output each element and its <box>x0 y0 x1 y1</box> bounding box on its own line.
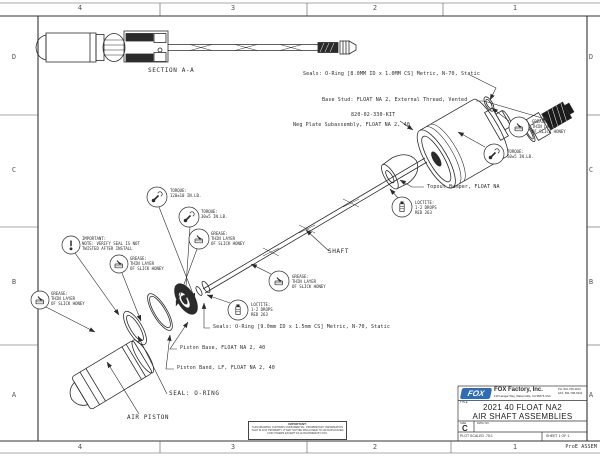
grid-col-label-bottom: 3 <box>230 443 236 451</box>
section-label: SECTION A-A <box>148 67 195 74</box>
callout-air-piston: AIR PISTON <box>127 414 170 421</box>
title-block-rules <box>457 385 588 442</box>
callout-seals-top: Seals: O-Ring [8.0MM ID x 1.0MM CS] Metr… <box>303 71 480 77</box>
grid-row-label-right: D <box>588 53 594 61</box>
dwg-no-label: DWG NO. <box>477 420 490 425</box>
grease-callout-shaft <box>268 270 290 292</box>
exclamation-icon <box>69 240 73 251</box>
callout-loctite-upper: LOCTITE: 1-2 DROPS RED 263 <box>415 200 437 216</box>
grease-callout-stud <box>508 116 530 138</box>
grease-brush-icon <box>35 296 44 305</box>
callout-grease-shaft: GREASE: THIN LAYER OF SLICK HONEY <box>292 274 326 290</box>
callout-kit-number: 820-02-330-KIT <box>351 112 396 118</box>
torque-callout-30 <box>178 206 200 228</box>
topout-bumper-drawing <box>381 154 419 190</box>
callout-piston-band: Piston Band, LF, FLOAT NA 2, 40 <box>177 365 275 371</box>
loctite-callout-lower <box>227 299 249 321</box>
size-value: C <box>462 424 468 433</box>
proprietary-heading: IMPORTANT: <box>288 422 307 426</box>
grid-row-label-left: A <box>11 391 17 399</box>
fox-logo: FOX <box>459 388 493 399</box>
proprietary-note-box: IMPORTANT: THIS DRAWING CONTAINS CONFIDE… <box>248 421 347 440</box>
callout-neg-plate: Neg Plate Subassembly, FLOAT NA 2, 40 <box>293 122 410 128</box>
company-address: 130 Hangar Way, Watsonville, CA 95076 US… <box>494 394 551 398</box>
grease-brush-icon <box>514 123 523 132</box>
section-view-drawing <box>35 30 357 63</box>
piston-band-drawing <box>147 293 173 331</box>
grid-col-label-top: 2 <box>372 4 378 12</box>
callout-torque-50: TORQUE: 50±5 IN.LB. <box>507 149 534 160</box>
neg-plate-drawing <box>416 98 512 189</box>
grid-col-label-bottom: 4 <box>77 443 83 451</box>
callout-torque-120: TORQUE: 120±10 IN.LB. <box>170 188 202 199</box>
grease-callout-piston <box>30 290 50 310</box>
company-fax: FAX: 831-768-9342 <box>558 390 583 395</box>
drawing-title-line2: AIR SHAFT ASSEMBLIES <box>472 412 573 421</box>
leader-lines <box>45 74 550 415</box>
plot-note: ProE ASSEM <box>565 444 597 450</box>
drawing-title-line1: 2021 40 FLOAT NA2 <box>482 403 563 412</box>
size-label: SIZE <box>460 420 467 425</box>
grid-col-label-bottom: 2 <box>372 443 378 451</box>
grease-callout-seal <box>109 254 129 274</box>
grease-brush-icon <box>114 260 123 269</box>
grid-row-label-right: C <box>588 166 594 174</box>
grease-brush-icon <box>274 277 283 286</box>
torque-callout-120 <box>146 186 168 208</box>
base-stud-drawing <box>522 101 575 143</box>
callout-piston-base: Piston Base, FLOAT NA 2, 40 <box>180 345 266 351</box>
company-phone: PH: 831-768-1100 <box>558 386 581 391</box>
shaft-drawing <box>202 157 428 294</box>
grid-row-label-left: B <box>11 278 17 286</box>
grid-col-label-bottom: 1 <box>512 443 518 451</box>
grid-col-label-top: 1 <box>512 4 518 12</box>
company-name: FOX Factory, Inc. <box>494 387 543 393</box>
torque-wrench-icon <box>183 211 195 223</box>
sheet-number: SHEET 1 OF 1 <box>546 434 570 438</box>
callout-shaft: SHAFT <box>328 248 350 255</box>
seal-oring-drawing <box>123 310 147 346</box>
callout-seals-bottom: Seals: O-Ring [9.0mm ID x 1.5mm CS] Metr… <box>213 324 390 330</box>
sheet-frame <box>0 2 600 454</box>
air-piston-drawing <box>69 339 155 410</box>
grid-row-label-left: C <box>11 166 17 174</box>
torque-callout-50 <box>483 143 505 165</box>
loctite-callout-upper <box>391 196 413 218</box>
callout-grease-stud: GREASE: THIN LAYER OF SLICK HONEY <box>532 119 566 135</box>
torque-wrench-icon <box>488 148 500 160</box>
callout-grease-piston: GREASE: THIN LAYER OF SLICK HONEY <box>51 291 85 307</box>
callout-seal-oring: SEAL: O-RING <box>169 390 220 397</box>
callout-important-note: IMPORTANT: NOTE: VERIFY SEAL IS NOT TWIS… <box>82 236 140 252</box>
grid-col-label-top: 4 <box>77 4 83 12</box>
exploded-assembly-drawing <box>69 96 575 410</box>
title-label: TITLE <box>460 400 468 404</box>
callout-grease-stack: GREASE: THIN LAYER OF SLICK HONEY <box>211 231 245 247</box>
callout-circles <box>30 116 530 321</box>
plot-scale: PLOT SCALED .75:1 <box>460 434 493 438</box>
torque-wrench-icon <box>151 191 163 203</box>
callout-base-stud: Base Stud: FLOAT NA 2, External Thread, … <box>322 97 468 103</box>
loctite-bottle-icon <box>399 201 405 212</box>
grid-col-label-top: 3 <box>230 4 236 12</box>
loctite-bottle-icon <box>235 304 241 315</box>
grid-row-label-left: D <box>11 53 17 61</box>
proprietary-body: THIS DRAWING CONTAINS CONFIDENTIAL, PROP… <box>251 426 344 436</box>
callout-grease-seal: GREASE: THIN LAYER OF SLICK HONEY <box>130 256 164 272</box>
important-callout <box>61 235 81 255</box>
grid-row-label-right: B <box>588 278 594 286</box>
shaft-end-hardware-drawing <box>195 280 211 296</box>
callout-topout-bumper: Topout Bumper, FLOAT NA <box>427 184 500 190</box>
grease-callout-stack <box>188 228 210 250</box>
callout-loctite-lower: LOCTITE: 1-2 DROPS RED 263 <box>251 302 273 318</box>
grease-brush-icon <box>194 235 203 244</box>
callout-torque-30: TORQUE: 30±5 IN.LB. <box>201 209 228 220</box>
grid-row-label-right: A <box>588 391 594 399</box>
